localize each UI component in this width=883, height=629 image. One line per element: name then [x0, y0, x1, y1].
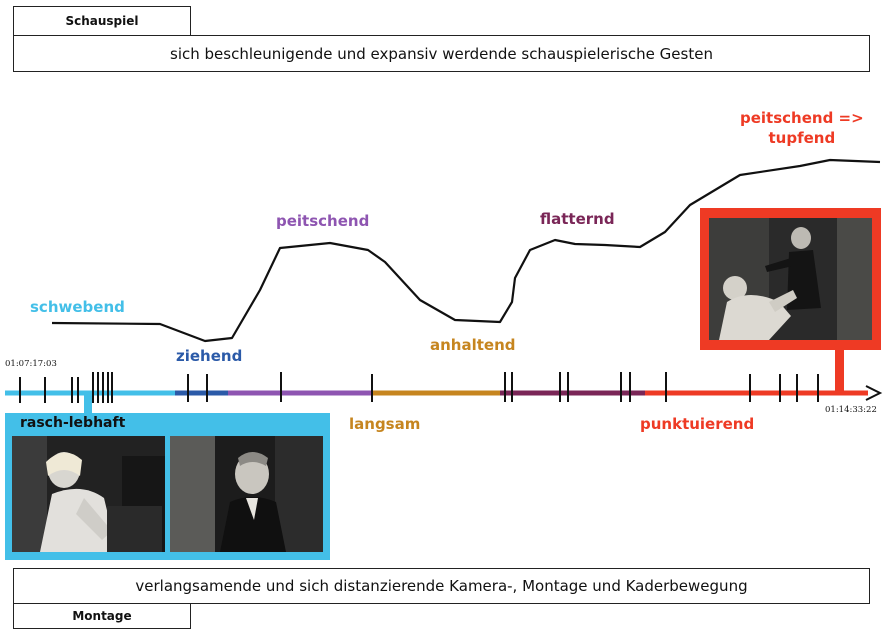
label-peitschend-tupfend: peitschend => tupfend: [740, 109, 864, 147]
label-ziehend: ziehend: [176, 347, 243, 365]
label-langsam: langsam: [349, 415, 421, 433]
schauspiel-tag-label: Schauspiel: [65, 14, 139, 28]
cut-ticks: [19, 372, 819, 403]
montage-banner-text: verlangsamende und sich distanzierende K…: [135, 577, 748, 595]
film-still-right-art: [709, 218, 872, 340]
film-still-left-a: [12, 436, 165, 552]
timeline-arrow-head: [865, 385, 883, 401]
label-punktuierend: punktuierend: [640, 415, 755, 433]
montage-tag-label: Montage: [72, 609, 132, 623]
montage-tag: Montage: [13, 603, 191, 629]
film-still-left-b: [170, 436, 323, 552]
label-peitschend: peitschend: [276, 212, 370, 230]
label-anhaltend: anhaltend: [430, 336, 516, 354]
acting-curve: [51, 158, 881, 343]
montage-banner: verlangsamende und sich distanzierende K…: [13, 568, 870, 604]
timestamp-end: 01:14:33:22: [825, 405, 877, 415]
film-still-left-a-art: [12, 436, 165, 552]
schauspiel-tag: Schauspiel: [13, 6, 191, 36]
film-still-right: [709, 218, 872, 340]
label-rasch-lebhaft: rasch-lebhaft: [20, 415, 126, 431]
blue-connector: [84, 393, 92, 415]
schauspiel-banner-text: sich beschleunigende und expansiv werden…: [170, 44, 713, 63]
label-flatternd: flatternd: [540, 210, 615, 228]
film-still-left-b-art: [170, 436, 323, 552]
red-connector: [835, 348, 844, 392]
timestamp-start: 01:07:17:03: [5, 359, 57, 369]
schauspiel-banner: sich beschleunigende und expansiv werden…: [13, 35, 870, 72]
label-schwebend: schwebend: [30, 298, 125, 316]
